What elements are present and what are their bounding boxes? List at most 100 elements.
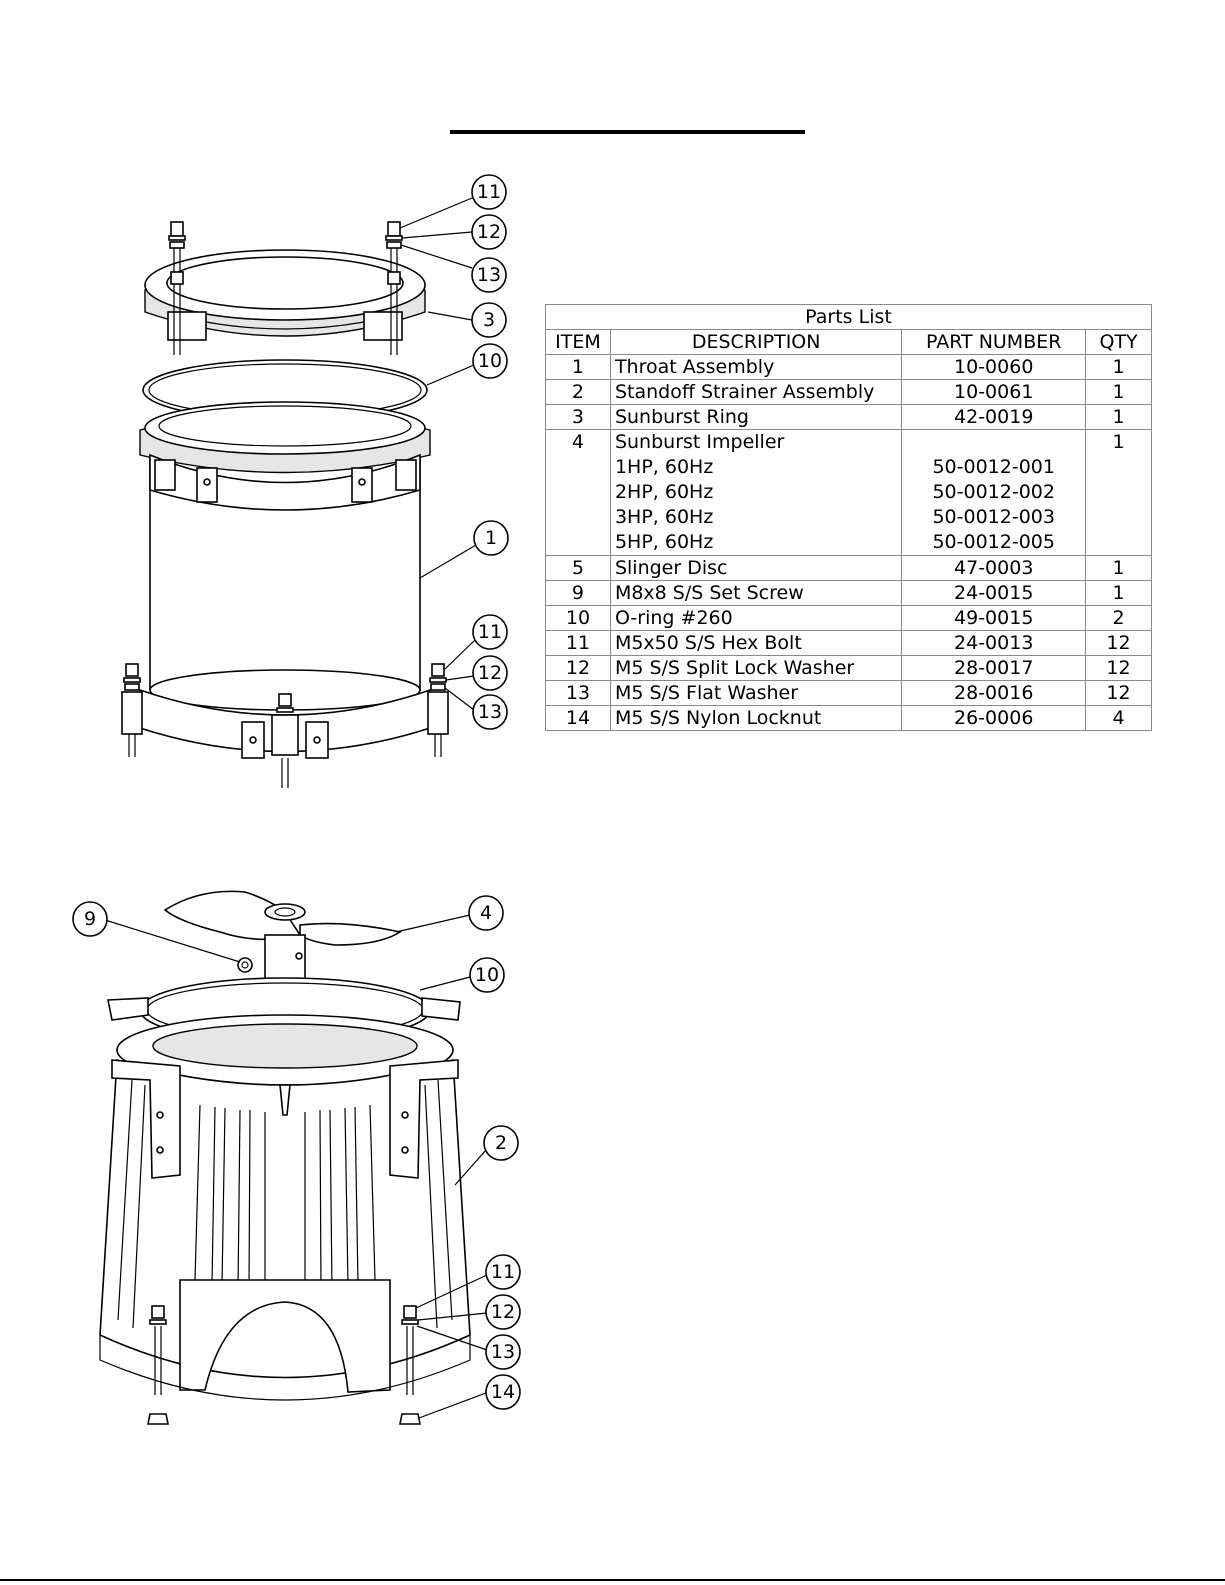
row-part-number: 28-0017 bbox=[901, 655, 1087, 681]
svg-text:13: 13 bbox=[491, 1341, 515, 1363]
row-qty: 1 bbox=[1085, 555, 1152, 581]
table-row: 2 Standoff Strainer Assembly 10-0061 1 bbox=[545, 379, 1152, 405]
variant-part-number: 50-0012-002 bbox=[932, 481, 1055, 503]
svg-text:13: 13 bbox=[478, 701, 502, 723]
variant-description: 3HP, 60Hz bbox=[614, 506, 714, 528]
svg-text:12: 12 bbox=[477, 221, 501, 243]
callout-10-bottom: 10 bbox=[469, 957, 505, 993]
svg-text:9: 9 bbox=[84, 908, 96, 930]
header-qty: QTY bbox=[1085, 329, 1152, 355]
svg-text:1: 1 bbox=[485, 527, 497, 549]
callout-4: 4 bbox=[468, 895, 504, 931]
variant-part-number: 50-0012-003 bbox=[932, 506, 1055, 528]
callout-13-top: 13 bbox=[471, 257, 507, 293]
row-part-number: 50-0012-001 50-0012-002 50-0012-003 50-0… bbox=[901, 429, 1087, 556]
variant-description: 2HP, 60Hz bbox=[614, 481, 714, 503]
row-part-number: 26-0006 bbox=[901, 705, 1087, 731]
row-item: 3 bbox=[545, 404, 611, 430]
svg-text:13: 13 bbox=[477, 264, 501, 286]
row-description: Sunburst Impeller 1HP, 60Hz 2HP, 60Hz 3H… bbox=[609, 429, 903, 556]
callout-11-top: 11 bbox=[471, 174, 507, 210]
row-description: Standoff Strainer Assembly bbox=[609, 379, 903, 405]
row-qty: 12 bbox=[1085, 655, 1152, 681]
header-item: ITEM bbox=[545, 329, 611, 355]
callout-1: 1 bbox=[473, 520, 509, 556]
svg-text:4: 4 bbox=[480, 902, 492, 924]
svg-text:10: 10 bbox=[478, 350, 502, 372]
row-item: 5 bbox=[545, 555, 611, 581]
sunburst-ring bbox=[144, 249, 426, 341]
variant-description: 1HP, 60Hz bbox=[614, 456, 714, 478]
callout-12-bottom: 12 bbox=[485, 1294, 521, 1330]
table-row: 12 M5 S/S Split Lock Washer 28-0017 12 bbox=[545, 655, 1152, 681]
callout-13-bottom: 13 bbox=[485, 1334, 521, 1370]
row-item: 13 bbox=[545, 680, 611, 706]
row-description: Slinger Disc bbox=[609, 555, 903, 581]
throat-lower-bolts bbox=[121, 663, 449, 788]
row-qty: 2 bbox=[1085, 605, 1152, 631]
row-item: 1 bbox=[545, 354, 611, 380]
impeller-description: Sunburst Impeller bbox=[614, 431, 785, 453]
strainer-bolts bbox=[147, 1305, 421, 1425]
impeller-part-number bbox=[906, 430, 1081, 455]
callout-3: 3 bbox=[471, 302, 507, 338]
svg-text:14: 14 bbox=[491, 1381, 515, 1403]
top-bolts bbox=[168, 221, 403, 355]
callout-2: 2 bbox=[483, 1125, 519, 1161]
row-description: O-ring #260 bbox=[609, 605, 903, 631]
row-item: 10 bbox=[545, 605, 611, 631]
throat-assembly-view bbox=[121, 197, 477, 788]
callout-11-bottom: 11 bbox=[485, 1254, 521, 1290]
row-item: 12 bbox=[545, 655, 611, 681]
parts-list-header-row: ITEM DESCRIPTION PART NUMBER QTY bbox=[545, 329, 1152, 355]
row-item: 9 bbox=[545, 580, 611, 606]
svg-text:12: 12 bbox=[478, 662, 502, 684]
svg-text:11: 11 bbox=[478, 621, 502, 643]
variant-description: 5HP, 60Hz bbox=[614, 531, 714, 553]
callout-13-mid: 13 bbox=[472, 694, 508, 730]
row-qty: 1 bbox=[1085, 354, 1152, 380]
callouts-top: 11 12 13 3 10 1 11 12 13 bbox=[471, 174, 509, 730]
row-description: M5x50 S/S Hex Bolt bbox=[609, 630, 903, 656]
table-row: 14 M5 S/S Nylon Locknut 26-0006 4 bbox=[545, 705, 1152, 731]
callout-12-mid: 12 bbox=[472, 655, 508, 691]
variant-part-number: 50-0012-005 bbox=[932, 531, 1055, 553]
table-row: 1 Throat Assembly 10-0060 1 bbox=[545, 354, 1152, 380]
strainer-assembly-view bbox=[99, 890, 488, 1425]
row-description: M5 S/S Split Lock Washer bbox=[609, 655, 903, 681]
svg-text:11: 11 bbox=[477, 181, 501, 203]
row-item: 11 bbox=[545, 630, 611, 656]
table-row: 4 Sunburst Impeller 1HP, 60Hz 2HP, 60Hz … bbox=[545, 429, 1152, 556]
table-row: 10 O-ring #260 49-0015 2 bbox=[545, 605, 1152, 631]
parts-list-title-row: Parts List bbox=[545, 304, 1152, 330]
throat-cylinder bbox=[139, 401, 431, 759]
callout-14: 14 bbox=[485, 1374, 521, 1410]
row-qty: 1 bbox=[1085, 429, 1152, 556]
row-part-number: 47-0003 bbox=[901, 555, 1087, 581]
title-underline bbox=[450, 130, 805, 134]
row-qty: 12 bbox=[1085, 680, 1152, 706]
strainer-body bbox=[99, 997, 471, 1401]
row-part-number: 24-0013 bbox=[901, 630, 1087, 656]
callout-9: 9 bbox=[72, 901, 108, 937]
table-row: 3 Sunburst Ring 42-0019 1 bbox=[545, 404, 1152, 430]
header-description: DESCRIPTION bbox=[609, 329, 903, 355]
svg-text:11: 11 bbox=[491, 1261, 515, 1283]
svg-text:3: 3 bbox=[483, 309, 495, 331]
row-description: M8x8 S/S Set Screw bbox=[609, 580, 903, 606]
row-description: M5 S/S Nylon Locknut bbox=[609, 705, 903, 731]
callout-11-mid: 11 bbox=[472, 614, 508, 650]
variant-part-number: 50-0012-001 bbox=[932, 456, 1055, 478]
table-row: 13 M5 S/S Flat Washer 28-0016 12 bbox=[545, 680, 1152, 706]
row-item: 2 bbox=[545, 379, 611, 405]
table-row: 9 M8x8 S/S Set Screw 24-0015 1 bbox=[545, 580, 1152, 606]
row-qty: 1 bbox=[1085, 580, 1152, 606]
callout-12-top: 12 bbox=[471, 214, 507, 250]
svg-text:12: 12 bbox=[491, 1301, 515, 1323]
row-description: M5 S/S Flat Washer bbox=[609, 680, 903, 706]
bottom-border-line bbox=[0, 1579, 1225, 1581]
header-part-number: PART NUMBER bbox=[901, 329, 1087, 355]
row-part-number: 10-0060 bbox=[901, 354, 1087, 380]
row-part-number: 49-0015 bbox=[901, 605, 1087, 631]
